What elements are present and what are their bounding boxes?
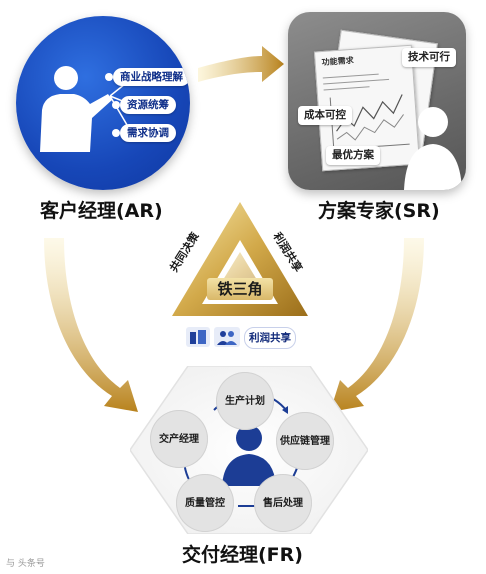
ar-title: 客户经理(AR) (40, 200, 163, 222)
profit-share-label: 利润共享 (244, 327, 296, 349)
ar-tag-resources: 资源统筹 (112, 96, 176, 114)
fr-node-delivery-manager: 交产经理 (150, 410, 208, 468)
sr-tag-cost: 成本可控 (298, 106, 352, 125)
building-icon (186, 327, 210, 347)
badge-title: 铁三角 (207, 278, 273, 300)
fr-node-production-plan: 生产计划 (216, 372, 274, 430)
watermark: 与 头条号 (6, 559, 45, 569)
arrow-ar-to-sr (198, 46, 284, 82)
expert-person-icon (404, 107, 462, 190)
arrow-sr-to-fr (330, 238, 424, 412)
team-icon (214, 327, 240, 347)
sr-tag-optimal: 最优方案 (326, 146, 380, 165)
sr-title: 方案专家(SR) (318, 200, 440, 222)
arrow-ar-to-fr (44, 238, 138, 412)
customer-manager-circle: 商业战略理解 资源统筹 需求协调 (16, 16, 190, 190)
fr-title: 交付经理(FR) (182, 544, 303, 566)
ar-tag-demand: 需求协调 (112, 124, 176, 142)
ar-tag-strategy: 商业战略理解 (105, 68, 190, 86)
fr-node-after-sales: 售后处理 (254, 474, 312, 532)
sr-tag-feasible: 技术可行 (402, 48, 456, 67)
solution-expert-box: 功能需求 技术可行 成本可控 最优方案 (288, 12, 466, 190)
fr-node-quality: 质量管控 (176, 474, 234, 532)
fr-node-supply-chain: 供应链管理 (276, 412, 334, 470)
